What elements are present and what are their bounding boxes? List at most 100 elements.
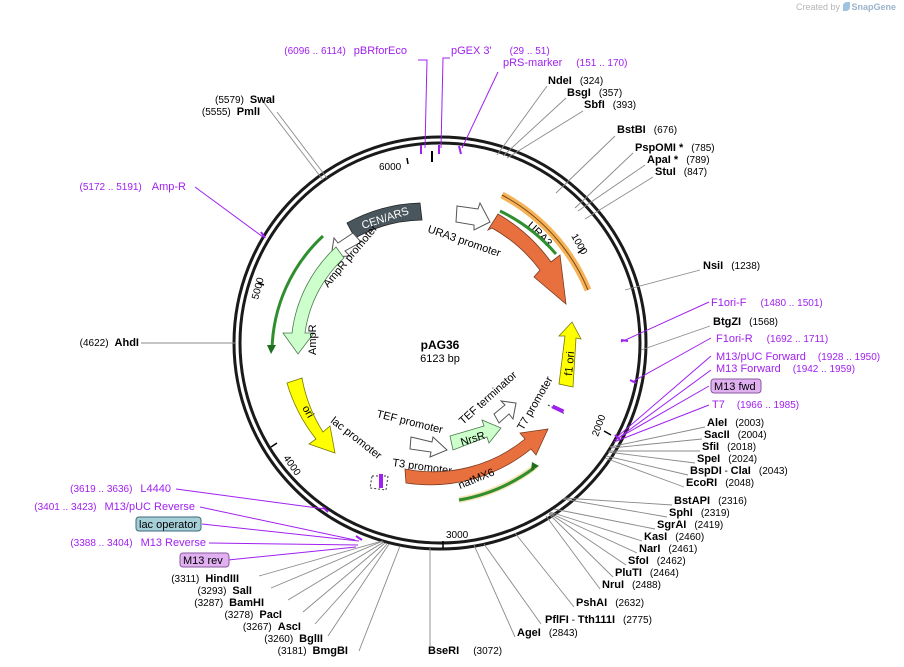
enzyme-asci[interactable]: (3267)AscI [243, 621, 301, 633]
primer-leaders [175, 57, 712, 561]
enzyme-apai[interactable]: ApaI *(789) [647, 154, 710, 166]
enzyme-ecori[interactable]: EcoRI(2048) [686, 477, 754, 489]
feature-tef-promoter-label: TEF promoter [375, 408, 444, 436]
enzyme-ndei[interactable]: NdeI(324) [548, 75, 603, 87]
primer-t7[interactable]: T7(1966 .. 1985) [712, 399, 799, 411]
feature-ura3-arrow[interactable] [486, 213, 567, 305]
tick-6000 [406, 157, 409, 165]
enzyme-sfii[interactable]: SfiI(2018) [702, 441, 756, 453]
tick-1000 [577, 247, 586, 254]
tick-label-5000: 5000 [250, 276, 266, 301]
feature-ori-arrow[interactable] [286, 377, 336, 454]
enzyme-paci[interactable]: (3278)PacI [224, 609, 282, 621]
primer-m13-rev-label: M13 rev [183, 555, 223, 567]
enzyme-pshai[interactable]: PshAI(2632) [576, 597, 644, 609]
enzyme-bstapi[interactable]: BstAPI(2316) [674, 495, 747, 507]
watermark-brand: SnapGene [851, 2, 896, 12]
enzyme-bmgbi[interactable]: (3181)BmgBI [278, 645, 348, 657]
tick-label-3000: 3000 [446, 530, 469, 541]
enzyme-bspdi-clai[interactable]: BspDI - ClaI(2043) [690, 465, 788, 477]
primer-prs-marker[interactable]: pRS-marker(151 .. 170) [503, 57, 627, 69]
feature-f1-ori-arrow[interactable] [558, 321, 582, 388]
enzyme-nrui[interactable]: NruI(2488) [602, 579, 661, 591]
enzyme-bsgi[interactable]: BsgI(357) [567, 87, 622, 99]
primer-m13-puc-reverse[interactable]: (3401 .. 3423)M13/pUC Reverse [34, 501, 195, 513]
enzyme-nsii[interactable]: NsiI(1238) [703, 260, 760, 272]
primer-m13-puc-forward[interactable]: M13/pUC Forward(1928 .. 1950) [716, 351, 880, 363]
feature-tef-promoter-arrow[interactable] [409, 436, 448, 458]
enzyme-bamhi[interactable]: (3287)BamHI [194, 597, 264, 609]
enzyme-pspomi[interactable]: PspOMI *(785) [635, 142, 715, 154]
enzyme-bstbi[interactable]: BstBI(676) [617, 124, 677, 136]
watermark-prefix: Created by [795, 2, 840, 12]
primer-pbrforeco[interactable]: (6096 .. 6114)pBRforEco [284, 45, 407, 57]
enzyme-hindiii[interactable]: (3311)HindIII [171, 573, 239, 585]
primer-pgex3[interactable]: pGEX 3'(29 .. 51) [451, 45, 550, 57]
ura3-orf-green [499, 209, 558, 255]
enzyme-bseri[interactable]: BseRI(3072) [428, 645, 502, 657]
feature-tef-terminator-arrow[interactable] [493, 400, 517, 424]
feature-ampr-label: AmpR [307, 324, 319, 355]
feature-t7-promoter-label: T7 promoter [515, 374, 556, 432]
plasmid-size: 6123 bp [420, 353, 460, 365]
t7-region-primer-mark [551, 404, 565, 414]
lac-region-primer-mark [379, 474, 383, 488]
primer-m13-rev-box[interactable]: M13 rev [179, 552, 230, 568]
plasmid-name: pAG36 [421, 338, 460, 352]
snapgene-logo-icon [843, 2, 851, 11]
feature-lac-promoter-label: lac promoter [328, 415, 384, 462]
ura3-orf-line [501, 194, 589, 291]
enzyme-bglii[interactable]: (3260)BglII [264, 633, 323, 645]
feature-ura3-promoter-label: URA3 promoter [426, 223, 502, 259]
tick-5000 [257, 282, 265, 286]
enzyme-stui[interactable]: StuI(847) [655, 166, 707, 178]
tick-label-2000: 2000 [590, 413, 608, 438]
enzyme-btgzi[interactable]: BtgZI(1568) [713, 316, 778, 328]
primer-amp-r[interactable]: (5172 .. 5191)Amp-R [80, 181, 187, 193]
lac-operator-box[interactable]: lac operator [135, 516, 202, 532]
primer-m13-reverse[interactable]: (3388 .. 3404)M13 Reverse [70, 537, 206, 549]
tick-2000 [603, 430, 612, 436]
enzyme-ahdi[interactable]: (4622)AhdI [80, 337, 139, 349]
enzyme-sacii[interactable]: SacII(2004) [704, 429, 767, 441]
enzyme-pmli[interactable]: (5555)PmlI [202, 106, 260, 118]
primer-labels: (6096 .. 6114)pBRforEco pGEX 3'(29 .. 51… [34, 45, 880, 568]
enzyme-sfoi[interactable]: SfoI(2462) [628, 555, 686, 567]
enzyme-sbfi[interactable]: SbfI(393) [584, 99, 636, 111]
feature-cen-ars-bar[interactable] [346, 202, 423, 239]
enzyme-labels-right: NdeI(324) BsgI(357) SbfI(393) BstBI(676)… [517, 75, 788, 639]
ampr-orf-head [267, 345, 276, 354]
enzyme-swai[interactable]: (5579)SwaI [215, 94, 275, 106]
enzyme-spei[interactable]: SpeI(2024) [697, 453, 757, 465]
enzyme-labels-left: (5579)SwaI (5555)PmlI (4622)AhdI (3311)H… [80, 94, 502, 657]
enzyme-sphi[interactable]: SphI(2319) [669, 507, 730, 519]
feature-tef-terminator-label: TEF terminator [457, 369, 520, 427]
feature-ori-label: ori [299, 404, 316, 421]
snapgene-watermark: Created by SnapGene [796, 2, 896, 12]
enzyme-agei[interactable]: AgeI(2843) [517, 627, 578, 639]
feature-f1-ori-label: f1 ori [563, 351, 577, 376]
feature-ura3-promoter-arrow[interactable] [455, 201, 491, 231]
primer-f1ori-r[interactable]: F1ori-R(1692 .. 1711) [716, 333, 828, 345]
enzyme-sgrai[interactable]: SgrAI(2419) [657, 519, 723, 531]
enzyme-nari[interactable]: NarI(2461) [639, 543, 697, 555]
enzyme-pluti[interactable]: PluTI(2464) [615, 567, 679, 579]
enzyme-pflfi-tth111i[interactable]: PflFI - Tth111I(2775) [545, 614, 652, 626]
primer-m13-forward[interactable]: M13 Forward(1942 .. 1959) [716, 363, 855, 375]
natmx6-orf-head [531, 462, 539, 471]
primer-l4440[interactable]: (3619 .. 3636)L4440 [70, 483, 171, 495]
feature-nrsr-arrow[interactable] [449, 419, 502, 451]
primer-m13-fwd-box[interactable]: M13 fwd [710, 378, 762, 394]
primer-f1ori-f[interactable]: F1ori-F(1480 .. 1501) [711, 297, 823, 309]
tick-4000 [270, 442, 278, 448]
primer-m13-fwd-label: M13 fwd [714, 381, 756, 393]
lac-operator-label: lac operator [139, 519, 197, 531]
enzyme-leaders [141, 85, 711, 652]
enzyme-sali[interactable]: (3293)SalI [198, 585, 252, 597]
enzyme-alei[interactable]: AleI(2003) [707, 417, 764, 429]
enzyme-kasi[interactable]: KasI(2460) [644, 531, 704, 543]
feature-natmx6-arrow[interactable] [404, 428, 549, 486]
tick-label-6000: 6000 [379, 162, 402, 173]
feature-ampr-arrow[interactable] [282, 246, 345, 355]
